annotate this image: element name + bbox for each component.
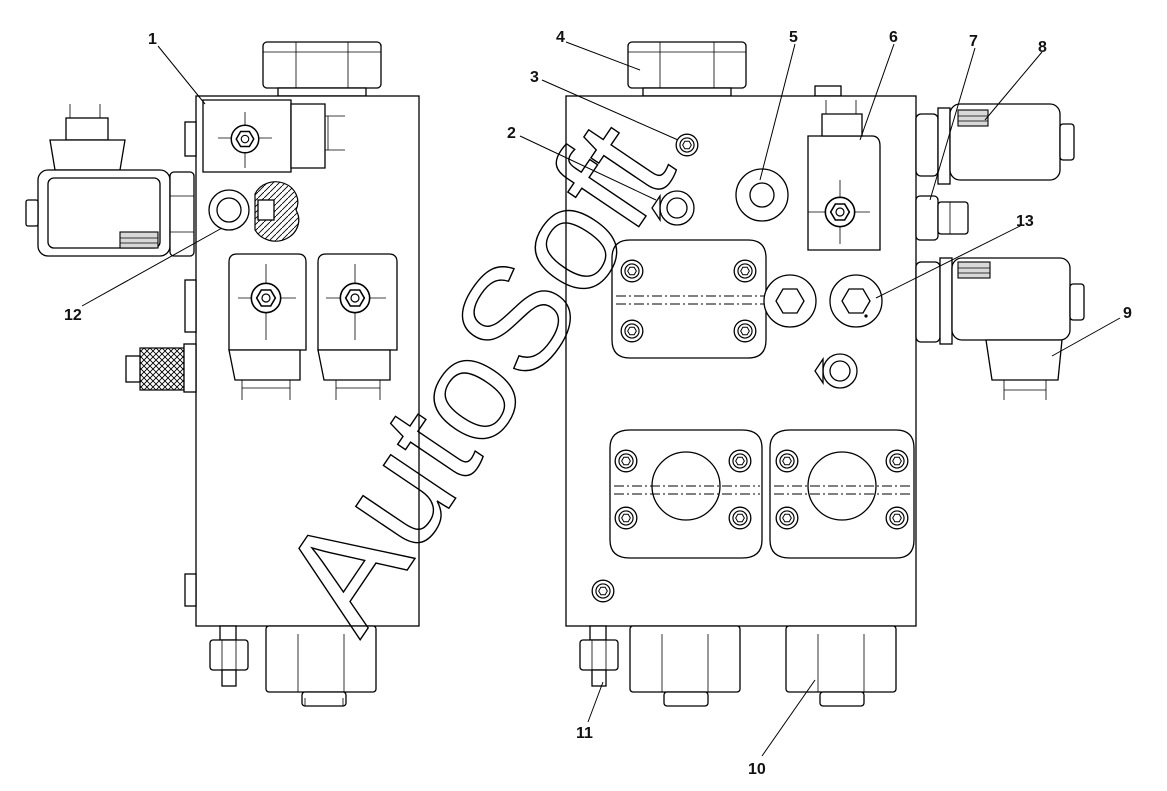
callout-4: 4 [556,29,565,46]
callout-5: 5 [789,29,798,46]
bleed-fitting-11 [579,625,619,687]
plug-pair-13 [763,274,883,328]
left-boss-1 [184,121,197,157]
callout-9: 9 [1123,305,1132,322]
callout-7: 7 [969,33,978,50]
left-bleed-fitting [209,625,249,687]
callout-10: 10 [748,761,766,778]
left-fitting-12 [208,181,300,242]
left-boss-3 [184,573,197,607]
callout-11: 11 [576,725,593,742]
left-view [25,41,420,707]
left-top-cap [262,41,382,97]
left-valve-a [228,253,307,400]
left-bottom-nut [265,625,377,707]
lower-flange-left [609,429,763,559]
upper-flange [611,239,767,359]
left-boss-2 [184,279,197,333]
right-view [565,41,1085,707]
check-valve-2 [651,190,695,226]
callout-3: 3 [530,69,539,86]
upper-valve-5-6 [735,100,881,251]
left-knurled-plug [125,343,197,393]
callout-2: 2 [507,125,516,142]
callout-13: 13 [1016,213,1034,230]
callout-8: 8 [1038,39,1047,56]
right-top-cap [627,41,842,97]
fitting-7 [915,195,969,241]
leader-lines [81,41,1121,757]
left-valve-b [317,253,398,400]
callout-numbers: 1 2 3 4 5 6 7 8 9 10 11 12 13 [64,29,1132,778]
callout-1: 1 [148,31,157,48]
left-solenoid-coil [25,104,195,257]
plug-bottom [591,579,615,603]
bottom-nut-b [785,625,897,707]
callout-12: 12 [64,307,82,324]
left-top-valve [202,99,345,173]
right-coil-9 [915,257,1085,400]
plug-3 [675,133,699,157]
callout-6: 6 [889,29,898,46]
bottom-nut-a [629,625,741,707]
lower-flange-right [769,429,915,559]
right-coil-8 [915,103,1075,185]
check-valve-lower [814,353,858,389]
